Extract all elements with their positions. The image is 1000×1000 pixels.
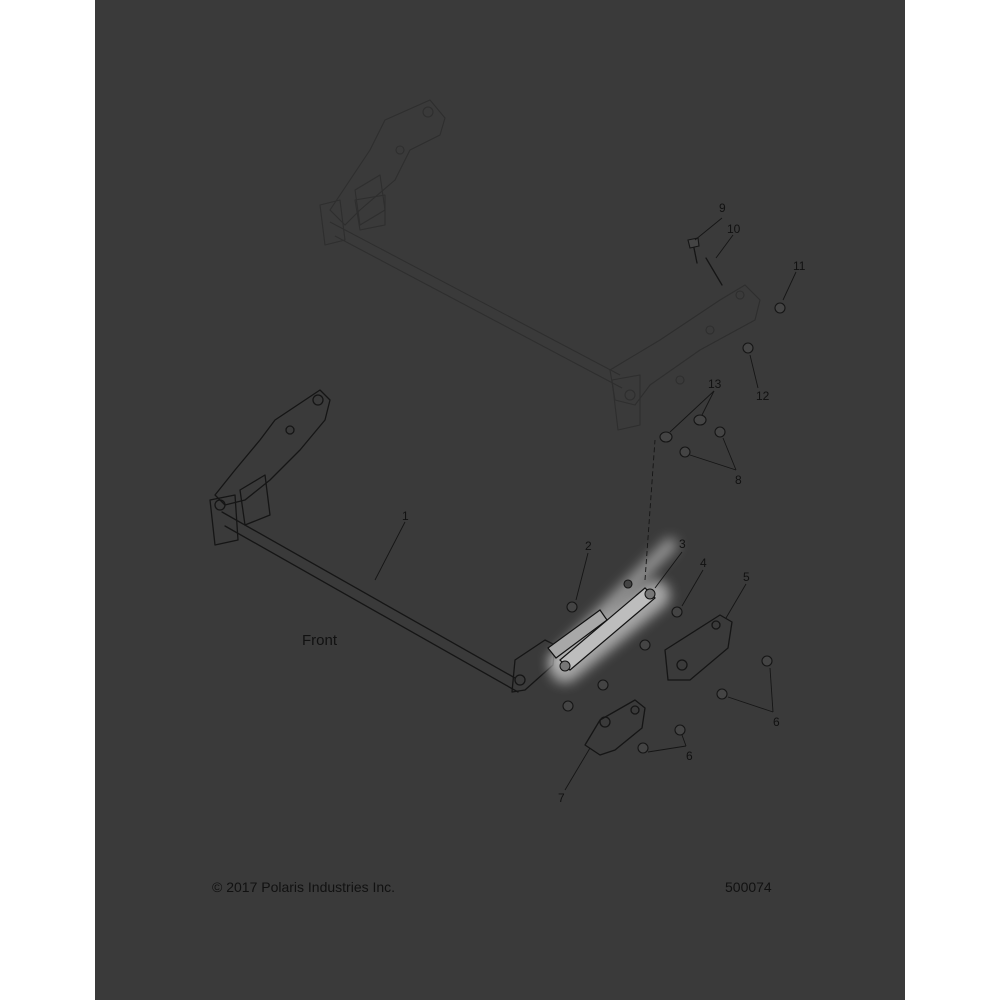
callout-13: 13 xyxy=(708,377,722,391)
callout-2: 2 xyxy=(585,539,592,553)
callout-labels: 1 2 3 4 5 6 6 7 8 9 10 11 12 13 xyxy=(402,201,806,805)
callout-9: 9 xyxy=(719,201,726,215)
copyright-text: © 2017 Polaris Industries Inc. xyxy=(212,879,395,895)
lower-assembly xyxy=(209,389,556,693)
leader-lines xyxy=(374,217,797,791)
callout-12: 12 xyxy=(756,389,770,403)
diagram-panel xyxy=(95,0,905,1000)
callout-8: 8 xyxy=(735,473,742,487)
callout-6-lower: 6 xyxy=(686,749,693,763)
upper-assembly xyxy=(319,99,761,431)
figure-number: 500074 xyxy=(725,879,772,895)
callout-4: 4 xyxy=(700,556,707,570)
callout-5: 5 xyxy=(743,570,750,584)
callout-3: 3 xyxy=(679,537,686,551)
callout-10: 10 xyxy=(727,222,741,236)
lower-hardware xyxy=(562,579,773,756)
part-3-link-arm xyxy=(547,538,677,683)
callout-1: 1 xyxy=(402,509,409,523)
callout-7: 7 xyxy=(558,791,565,805)
upper-hardware xyxy=(659,237,786,458)
callout-6-right: 6 xyxy=(773,715,780,729)
front-label: Front xyxy=(302,632,338,649)
callout-11: 11 xyxy=(793,259,806,273)
